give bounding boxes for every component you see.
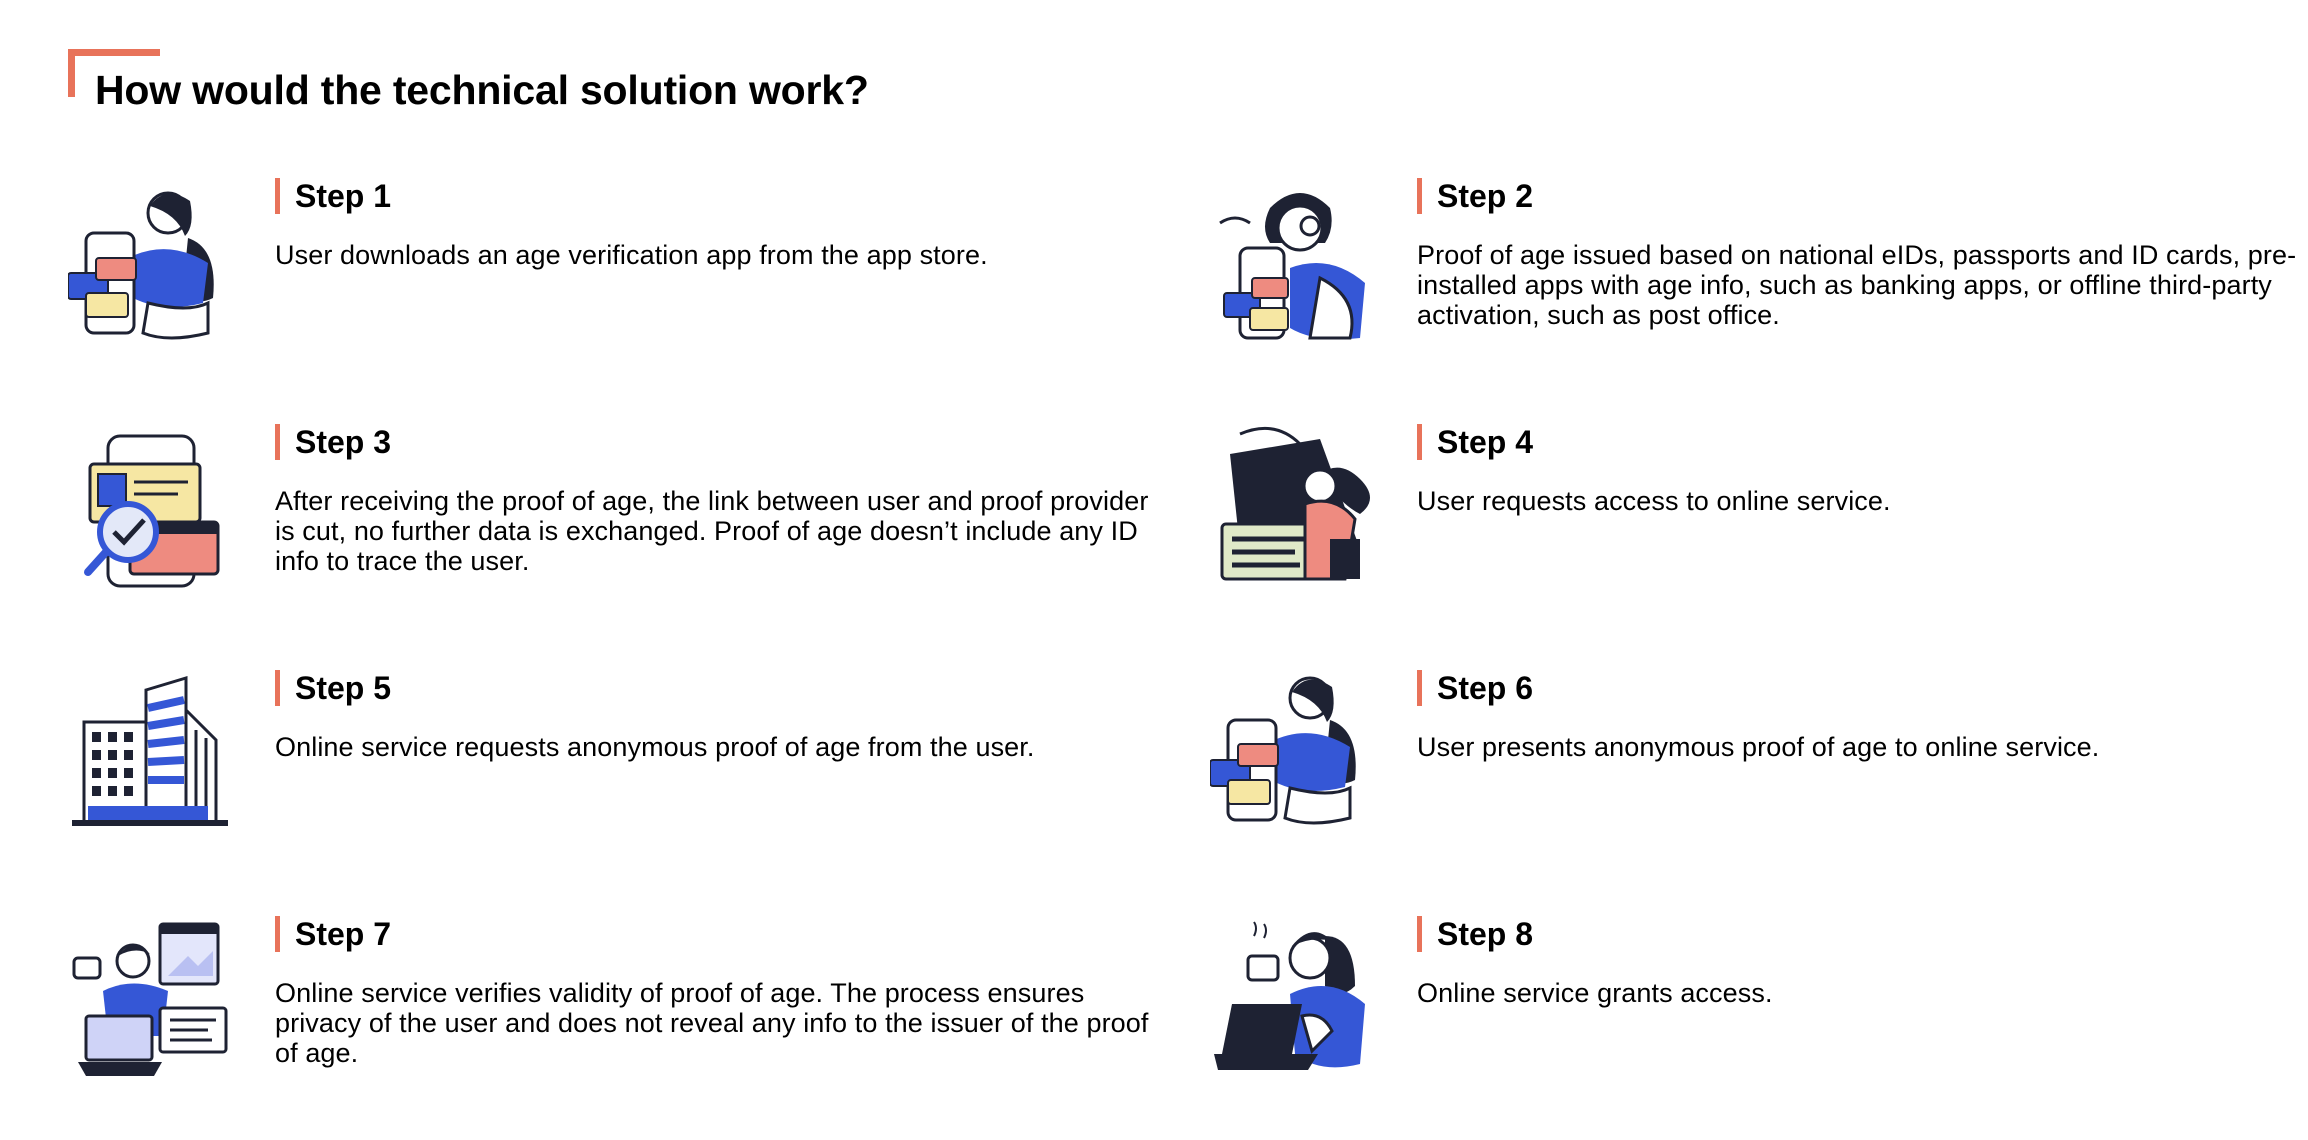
woman-with-phone-and-cards-icon	[1210, 670, 1375, 835]
office-building-icon	[68, 670, 233, 835]
step-heading: Step 5	[275, 670, 1155, 706]
step-8: Step 8 Online service grants access.	[1210, 916, 2308, 1096]
man-with-laptop-and-screens-icon	[68, 916, 233, 1081]
step-2: Step 2 Proof of age issued based on nati…	[1210, 178, 2308, 358]
step-heading: Step 2	[1417, 178, 2297, 214]
step-description: Online service grants access.	[1417, 978, 1773, 1008]
woman-with-phone-and-cards-icon	[68, 178, 233, 343]
step-description: Online service requests anonymous proof …	[275, 732, 1035, 762]
woman-with-laptop-lock-icon	[1210, 424, 1375, 589]
step-6: Step 6 User presents anonymous proof of …	[1210, 670, 2308, 850]
step-heading: Step 1	[275, 178, 1155, 214]
step-heading: Step 3	[275, 424, 1155, 460]
step-5: Step 5 Online service requests anonymous…	[68, 670, 1168, 850]
step-description: After receiving the proof of age, the li…	[275, 486, 1149, 576]
woman-with-glasses-and-phone-icon	[1210, 178, 1375, 343]
step-heading: Step 6	[1417, 670, 2297, 706]
step-3: Step 3 After receiving the proof of age,…	[68, 424, 1168, 604]
step-7: Step 7 Online service verifies validity …	[68, 916, 1168, 1096]
woman-with-coffee-and-laptop-icon	[1210, 916, 1375, 1081]
title-corner-accent	[68, 49, 160, 97]
step-heading: Step 4	[1417, 424, 2297, 460]
step-heading: Step 7	[275, 916, 1155, 952]
page-title: How would the technical solution work?	[95, 67, 869, 113]
step-description: User requests access to online service.	[1417, 486, 1891, 516]
step-description: Online service verifies validity of proo…	[275, 978, 1149, 1068]
step-4: Step 4 User requests access to online se…	[1210, 424, 2308, 604]
step-heading: Step 8	[1417, 916, 2297, 952]
step-1: Step 1 User downloads an age verificatio…	[68, 178, 1168, 358]
step-description: Proof of age issued based on national eI…	[1417, 240, 2297, 330]
step-description: User downloads an age verification app f…	[275, 240, 988, 270]
step-description: User presents anonymous proof of age to …	[1417, 732, 2100, 762]
phone-id-cards-magnifier-icon	[68, 424, 233, 589]
